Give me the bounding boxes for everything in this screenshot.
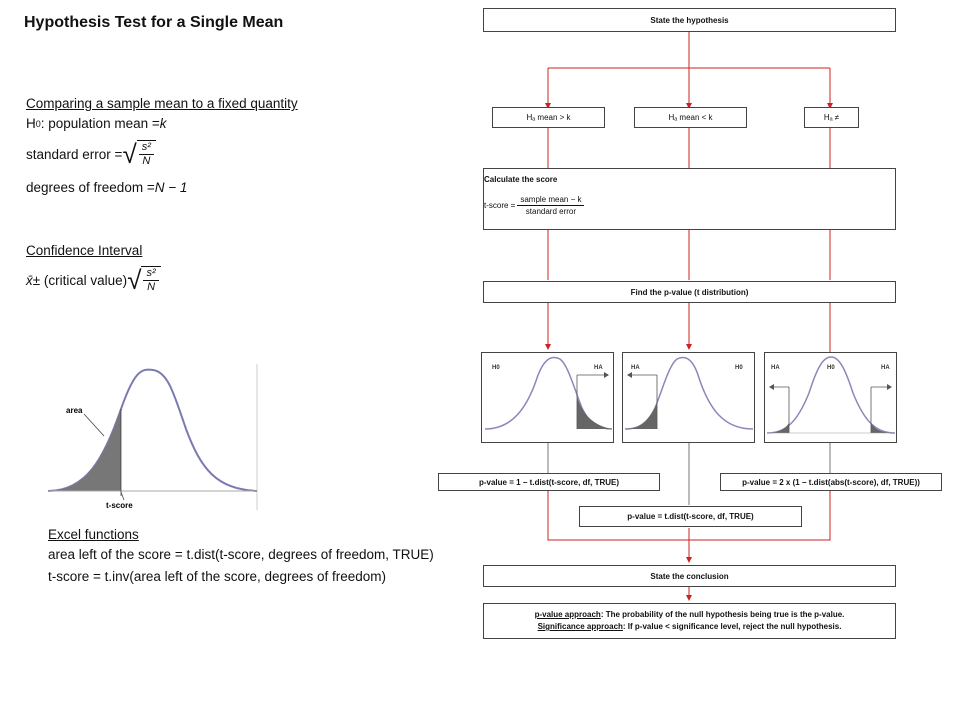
h0-prefix: H xyxy=(26,116,36,131)
ha-less-box: Hₐ mean < k xyxy=(634,107,747,128)
arrow-left-icon xyxy=(769,384,774,390)
state-conclusion-label: State the conclusion xyxy=(650,571,729,581)
h0-text: : population mean = xyxy=(40,116,160,131)
state-hypothesis-box: State the hypothesis xyxy=(483,8,896,32)
arrow-right-icon xyxy=(887,384,892,390)
significance-approach-line: Significance approach: If p-value < sign… xyxy=(484,621,895,633)
pvalue-left-label: p-value = t.dist(t-score, df, TRUE) xyxy=(627,512,754,521)
find-pvalue-label: Find the p-value (t distribution) xyxy=(630,287,749,297)
pvalue-right-box: p-value = 1 − t.dist(t-score, df, TRUE) xyxy=(438,473,660,491)
comparing-heading: Comparing a sample mean to a fixed quant… xyxy=(26,96,298,111)
ha-greater-label: Hₐ mean > k xyxy=(526,113,571,122)
se-num: s² xyxy=(138,141,154,155)
t-distribution-curve: area t-score xyxy=(47,364,258,510)
ha-label: HA xyxy=(881,365,890,371)
df-label: degrees of freedom = xyxy=(26,180,155,195)
plot-right-tail: H0 HA xyxy=(481,352,614,443)
ci-formula: x̄ ± (critical value) √ s² N xyxy=(26,266,161,294)
shaded-area-right xyxy=(871,423,895,433)
standard-error-formula: standard error = √ s² N xyxy=(26,140,156,168)
arrow-left-icon xyxy=(627,372,632,378)
tscore-num: sample mean − k xyxy=(517,194,585,206)
plot-two-tail: HA H0 HA xyxy=(764,352,897,443)
ha-label: HA xyxy=(631,365,640,371)
pvalue-approach-label: p-value approach xyxy=(534,610,601,619)
significance-approach-label: Significance approach xyxy=(537,622,623,631)
state-hypothesis-label: State the hypothesis xyxy=(650,15,729,25)
df-value: N − 1 xyxy=(154,180,188,195)
sqrt-icon: √ xyxy=(127,265,142,295)
ci-num: s² xyxy=(143,267,159,281)
tscore-label: t-score xyxy=(106,501,133,510)
h0-label: H0 xyxy=(827,365,835,371)
ci-text: ± (critical value) xyxy=(32,272,128,288)
h0-sub: 0 xyxy=(35,118,41,129)
pvalue-left-box: p-value = t.dist(t-score, df, TRUE) xyxy=(579,506,802,527)
h0-k: k xyxy=(159,116,167,131)
shaded-area xyxy=(625,403,657,429)
ha-not-equal-label: Hₐ ≠ xyxy=(823,113,840,122)
excel-heading: Excel functions xyxy=(48,527,139,542)
ha-not-equal-box: Hₐ ≠ xyxy=(804,107,859,128)
pvalue-two-tail-box: p-value = 2 x (1 − t.dist(abs(t-score), … xyxy=(720,473,942,491)
se-label: standard error = xyxy=(26,146,123,162)
tscore-den: standard error xyxy=(525,207,577,216)
area-pointer-icon xyxy=(83,413,105,437)
se-den: N xyxy=(142,155,151,167)
sqrt-icon: √ xyxy=(122,139,137,169)
shaded-area-left xyxy=(767,423,789,433)
ha-less-label: Hₐ mean < k xyxy=(668,113,713,122)
tscore-lhs: t-score = xyxy=(484,201,516,210)
calculate-score-label: Calculate the score xyxy=(484,175,558,184)
curve-line xyxy=(484,356,613,430)
arrow-right-icon xyxy=(604,372,609,378)
ci-sqrt: √ s² N xyxy=(127,265,161,295)
pvalue-approach-line: p-value approach: The probability of the… xyxy=(484,609,895,621)
calculate-score-box: Calculate the score t-score = sample mea… xyxy=(483,168,896,230)
shaded-area xyxy=(48,409,121,491)
shaded-area xyxy=(577,397,612,429)
curve-line xyxy=(624,356,754,430)
degrees-of-freedom-formula: degrees of freedom = N − 1 xyxy=(26,180,187,195)
pvalue-two-tail-label: p-value = 2 x (1 − t.dist(abs(t-score), … xyxy=(742,477,920,487)
curve-line xyxy=(766,356,896,434)
state-conclusion-box: State the conclusion xyxy=(483,565,896,587)
ha-greater-box: Hₐ mean > k xyxy=(492,107,605,128)
se-sqrt: √ s² N xyxy=(122,139,156,169)
ci-xbar: x̄ xyxy=(26,272,33,288)
h0-label: H0 xyxy=(492,365,500,371)
area-label: area xyxy=(66,406,83,415)
excel-line-1: area left of the score = t.dist(t-score,… xyxy=(48,547,434,562)
h0-label: H0 xyxy=(735,365,743,371)
excel-line-2: t-score = t.inv(area left of the score, … xyxy=(48,569,387,584)
tscore-formula: t-score = sample mean − k standard error xyxy=(484,194,586,217)
conclusion-approaches-box: p-value approach: The probability of the… xyxy=(483,603,896,639)
ha-label: HA xyxy=(594,365,603,371)
find-pvalue-box: Find the p-value (t distribution) xyxy=(483,281,896,303)
plot-left-tail: HA H0 xyxy=(622,352,755,443)
significance-approach-text: : If p-value < significance level, rejec… xyxy=(622,622,842,631)
pvalue-approach-text: : The probability of the null hypothesis… xyxy=(600,610,845,619)
ci-heading: Confidence Interval xyxy=(26,243,143,258)
ci-den: N xyxy=(147,281,156,293)
ha-label: HA xyxy=(771,365,780,371)
page-title: Hypothesis Test for a Single Mean xyxy=(24,14,284,31)
pvalue-right-label: p-value = 1 − t.dist(t-score, df, TRUE) xyxy=(478,477,620,487)
